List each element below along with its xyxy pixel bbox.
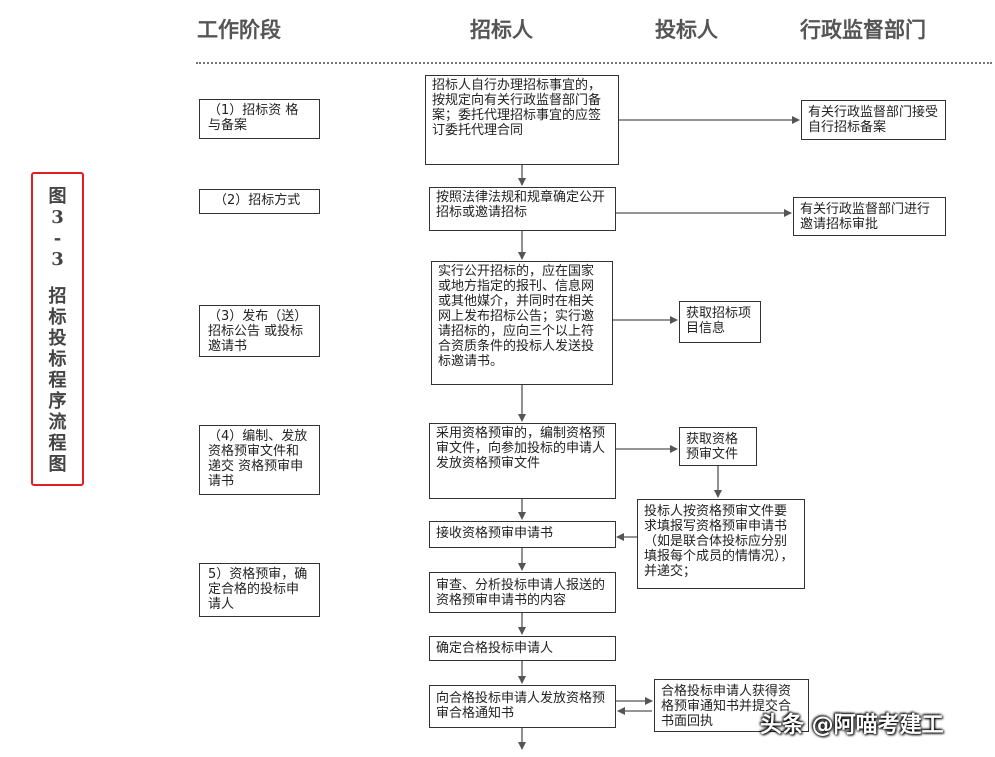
figure-title-char: 标 xyxy=(48,307,67,328)
stage-box: （4）编制、发放资格预审文件和递交 资格预审申请书 xyxy=(199,425,320,495)
stage-box: 5）资格预审，确定合格的投标申请人 xyxy=(199,563,320,617)
bidder-step-box: 获取资格预审文件 xyxy=(679,427,757,466)
header-stage: 工作阶段 xyxy=(197,18,281,42)
tenderer-step-box: 审查、分析投标申请人报送的资格预审申请书的内容 xyxy=(429,572,616,613)
figure-caption: 图 3 - 3 招 标 投 标 程 序 流 程 图 xyxy=(31,172,84,486)
bidder-step-box: 合格投标申请人获得资格预审通知书并提交合书面回执 xyxy=(654,679,809,732)
figure-title-char: 招 xyxy=(48,286,67,307)
tenderer-step-box: 向合格投标申请人发放资格预审合格通知书 xyxy=(429,685,616,728)
figure-number-char: 3 xyxy=(51,207,64,228)
figure-title-char: 程 xyxy=(48,433,67,454)
header-bidder: 投标人 xyxy=(655,18,718,42)
figure-number-char: - xyxy=(53,228,62,249)
tenderer-step-box: 招标人自行办理招标事宜的，按规定向有关行政监督部门备案；委托代理招标事宜的应签订… xyxy=(425,75,619,165)
stage-box: （1）招标资 格与备案 xyxy=(199,99,320,139)
supervisor-step-box: 有关行政监督部门接受自行招标备案 xyxy=(801,100,946,140)
tenderer-step-box: 采用资格预审的，编制资格预审文件，向参加投标的申请人发放资格预审文件 xyxy=(429,423,616,499)
figure-title-char: 序 xyxy=(48,391,67,412)
figure-title-char: 图 xyxy=(48,454,67,475)
figure-number-char: 图 xyxy=(48,186,67,207)
header-tenderer: 招标人 xyxy=(470,18,533,42)
figure-title-char: 投 xyxy=(48,328,67,349)
figure-title-char: 标 xyxy=(48,349,67,370)
header-divider xyxy=(196,62,992,64)
figure-title-char: 程 xyxy=(48,370,67,391)
header-supervisor: 行政监督部门 xyxy=(800,18,926,42)
figure-number-char: 3 xyxy=(51,249,64,270)
stage-box: （2）招标方式 xyxy=(199,189,320,214)
bidder-step-box: 获取招标项目信息 xyxy=(679,301,761,343)
stage-box: （3）发布（送）招标公告 或投标邀请书 xyxy=(199,305,320,357)
tenderer-step-box: 实行公开招标的，应在国家或地方指定的报刊、信息网或其他媒介，并同时在相关网上发布… xyxy=(431,261,613,385)
tenderer-step-box: 确定合格投标申请人 xyxy=(429,636,616,661)
bidder-step-box: 投标人按资格预审文件要求填报写资格预审申请书（如是联合体投标应分别填报每个成员的… xyxy=(637,499,805,589)
tenderer-step-box: 按照法律法规和规章确定公开招标或邀请招标 xyxy=(429,187,616,231)
supervisor-step-box: 有关行政监督部门进行邀请招标审批 xyxy=(793,197,946,236)
watermark: 头条 @阿喵考建工 xyxy=(760,713,944,738)
tenderer-step-box: 接收资格预审申请书 xyxy=(429,521,616,548)
figure-title-char: 流 xyxy=(48,412,67,433)
